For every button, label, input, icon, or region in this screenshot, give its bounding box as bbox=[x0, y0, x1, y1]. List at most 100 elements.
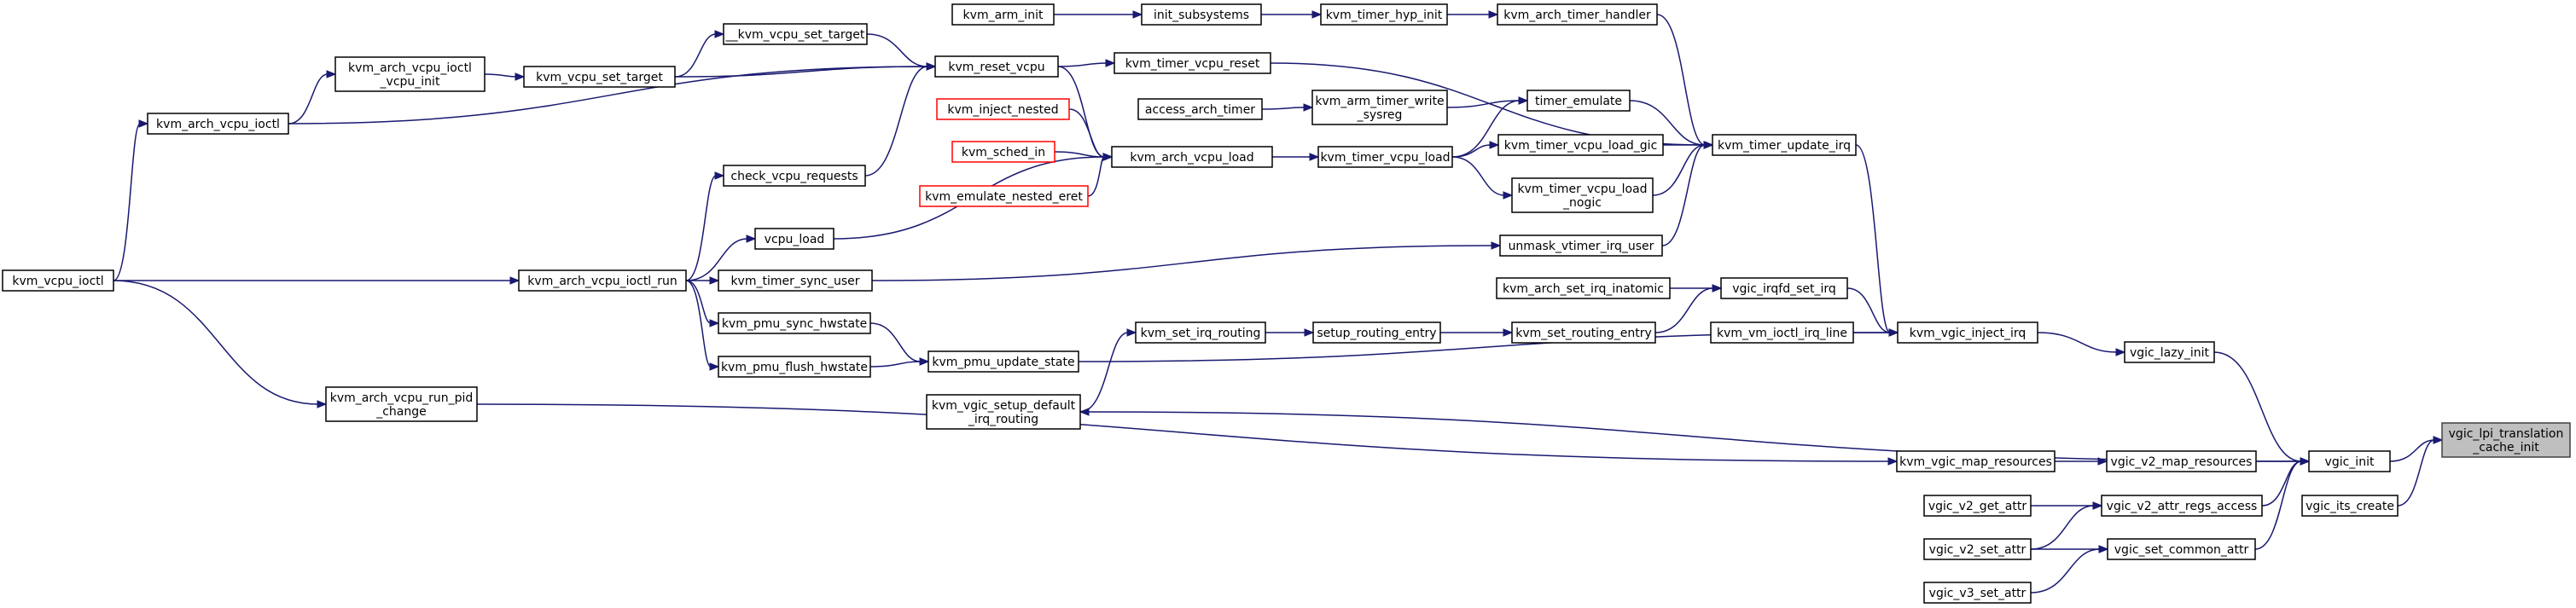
node-check-vcpu-requests[interactable]: check_vcpu_requests bbox=[723, 165, 866, 187]
node-timer-emulate[interactable]: timer_emulate bbox=[1526, 90, 1631, 112]
edge-kvm-timer-hyp-init-to-kvm-arch-timer-handler bbox=[1447, 10, 1499, 19]
node-box bbox=[1896, 450, 2056, 472]
node-kvm-arch-vcpu-run-pid-change[interactable]: kvm_arch_vcpu_run_pid_change bbox=[325, 386, 478, 422]
node-kvm-vcpu-ioctl[interactable]: kvm_vcpu_ioctl bbox=[2, 269, 114, 292]
edge-kvm-arch-vcpu-ioctl-run-to-kvm-pmu-flush-hwstate bbox=[685, 280, 720, 371]
node-kvm-timer-vcpu-reset[interactable]: kvm_timer_vcpu_reset bbox=[1114, 52, 1271, 74]
node-box bbox=[1317, 146, 1453, 168]
node-label: vgic_irqfd_set_irq bbox=[1732, 282, 1836, 296]
node-vgic-its-create[interactable]: vgic_its_create bbox=[2301, 495, 2399, 517]
node-setup-routing-entry[interactable]: setup_routing_entry bbox=[1312, 321, 1441, 344]
edge-kvm-vcpu-ioctl-to-kvm-arch-vcpu-ioctl-run bbox=[113, 276, 520, 285]
node-kvm-timer-vcpu-load-nogic[interactable]: kvm_timer_vcpu_load_nogic bbox=[1511, 177, 1654, 213]
node-kvm-inject-nested[interactable]: kvm_inject_nested bbox=[936, 98, 1070, 120]
node-kvm-arm-init[interactable]: kvm_arm_init bbox=[951, 3, 1055, 26]
arrowhead-icon bbox=[1887, 457, 1899, 466]
node-label: kvm_vgic_inject_irq bbox=[1910, 327, 2026, 340]
node-label: kvm_arch_vcpu_load bbox=[1130, 151, 1253, 165]
edge-kvm-timer-update-irq-to-kvm-vgic-inject-irq bbox=[1855, 144, 1899, 337]
node-vgic-lazy-init[interactable]: vgic_lazy_init bbox=[2124, 341, 2215, 363]
node-kvm-reset-vcpu[interactable]: kvm_reset_vcpu bbox=[934, 55, 1059, 78]
edge-line bbox=[685, 280, 712, 368]
node-kvm-timer-hyp-init[interactable]: kvm_timer_hyp_init bbox=[1320, 3, 1448, 26]
node-label: vgic_lpi_translation bbox=[2449, 427, 2564, 441]
node-vgic-v2-map-resources[interactable]: vgic_v2_map_resources bbox=[2106, 450, 2257, 472]
node-kvm-arch-timer-handler[interactable]: kvm_arch_timer_handler bbox=[1497, 3, 1658, 26]
node-label: vgic_v2_get_attr bbox=[1928, 500, 2026, 513]
node-label: init_subsystems bbox=[1154, 9, 1249, 22]
node-label: kvm_vm_ioctl_irq_line bbox=[1717, 327, 1847, 340]
edge-line bbox=[2261, 460, 2302, 507]
node-kvm-vcpu-set-target[interactable]: __kvm_vcpu_set_target bbox=[723, 23, 868, 45]
node-kvm-pmu-update-state[interactable]: kvm_pmu_update_state bbox=[927, 350, 1079, 373]
node-kvm-pmu-flush-hwstate[interactable]: kvm_pmu_flush_hwstate bbox=[718, 356, 871, 378]
node-kvm-set-routing-entry[interactable]: kvm_set_routing_entry bbox=[1511, 321, 1656, 344]
node-vgic-lpi-translation-cache-init: vgic_lpi_translation_cache_init bbox=[2441, 422, 2571, 458]
node-kvm-sched-in[interactable]: kvm_sched_in bbox=[951, 141, 1055, 163]
node-label: kvm_reset_vcpu bbox=[948, 61, 1044, 74]
node-kvm-vcpu-set-target[interactable]: kvm_vcpu_set_target bbox=[523, 66, 676, 88]
edge-kvm-vcpu-ioctl-to-kvm-arch-vcpu-run-pid-change bbox=[113, 280, 328, 408]
node-kvm-arch-vcpu-ioctl[interactable]: kvm_arch_vcpu_ioctl bbox=[147, 113, 289, 135]
node-layer: vgic_lpi_translation_cache_init vgic_init… bbox=[2, 3, 2571, 604]
node-label: kvm_pmu_flush_hwstate bbox=[721, 361, 868, 374]
edge-line bbox=[2037, 332, 2118, 353]
node-vgic-set-common-attr[interactable]: vgic_set_common_attr bbox=[2107, 538, 2256, 560]
node-label: kvm_timer_vcpu_load bbox=[1517, 182, 1647, 196]
edge-kvm-arch-vcpu-ioctl-run-to-kvm-timer-sync-user bbox=[686, 276, 720, 285]
edge-line bbox=[2213, 351, 2302, 462]
node-vgic-init[interactable]: vgic_init bbox=[2308, 450, 2391, 472]
node-label: access_arch_timer bbox=[1145, 103, 1255, 117]
arrowhead-icon bbox=[1703, 141, 1714, 149]
node-kvm-timer-vcpu-load-gic[interactable]: kvm_timer_vcpu_load_gic bbox=[1497, 134, 1664, 156]
node-box bbox=[951, 141, 1055, 163]
edge-vgic-set-common-attr-to-vgic-init bbox=[2254, 457, 2311, 550]
node-kvm-emulate-nested-eret[interactable]: kvm_emulate_nested_eret bbox=[919, 185, 1089, 207]
node-label: kvm_vgic_setup_default bbox=[932, 399, 1076, 413]
edge-kvm-arch-vcpu-ioctl-run-to-check-vcpu-requests bbox=[685, 171, 725, 281]
node-access-arch-timer[interactable]: access_arch_timer bbox=[1137, 98, 1263, 120]
node-box bbox=[1312, 321, 1441, 344]
node-kvm-timer-update-irq[interactable]: kvm_timer_update_irq bbox=[1712, 134, 1857, 156]
node-kvm-arch-vcpu-ioctl-run[interactable]: kvm_arch_vcpu_ioctl_run bbox=[518, 269, 687, 292]
node-box bbox=[1712, 134, 1857, 156]
edge-vgic-v2-set-attr-to-vgic-v2-attr-regs-access bbox=[2030, 501, 2103, 550]
edge-line bbox=[866, 33, 928, 67]
node-box bbox=[2, 269, 114, 292]
node-vcpu-load[interactable]: vcpu_load bbox=[754, 228, 834, 250]
node-box bbox=[934, 55, 1059, 78]
node-kvm-vgic-setup-default-irq-routing[interactable]: kvm_vgic_setup_default_irq_routing bbox=[926, 394, 1081, 430]
node-box bbox=[718, 356, 871, 378]
node-vgic-v3-set-attr[interactable]: vgic_v3_set_attr bbox=[1923, 582, 2032, 604]
node-box bbox=[936, 98, 1070, 120]
node-vgic-v2-set-attr[interactable]: vgic_v2_set_attr bbox=[1923, 538, 2032, 560]
arrowhead-icon bbox=[138, 119, 149, 128]
node-unmask-vtimer-irq-user[interactable]: unmask_vtimer_irq_user bbox=[1499, 235, 1663, 257]
node-vgic-v2-attr-regs-access[interactable]: vgic_v2_attr_regs_access bbox=[2101, 495, 2263, 517]
node-kvm-vgic-map-resources[interactable]: kvm_vgic_map_resources bbox=[1896, 450, 2056, 472]
arrowhead-icon bbox=[1888, 328, 1899, 337]
arrowhead-icon bbox=[1309, 153, 1320, 161]
node-label: kvm_timer_vcpu_reset bbox=[1125, 57, 1260, 71]
node-kvm-arm-timer-write-sysreg[interactable]: kvm_arm_timer_write_sysreg bbox=[1311, 90, 1448, 125]
node-kvm-arch-vcpu-load[interactable]: kvm_arch_vcpu_load bbox=[1111, 146, 1273, 168]
node-kvm-pmu-sync-hwstate[interactable]: kvm_pmu_sync_hwstate bbox=[718, 312, 871, 334]
node-kvm-arch-set-irq-inatomic[interactable]: kvm_arch_set_irq_inatomic bbox=[1496, 277, 1671, 299]
node-label: vgic_init bbox=[2325, 455, 2375, 469]
node-kvm-arch-vcpu-ioctl-vcpu-init[interactable]: kvm_arch_vcpu_ioctl_vcpu_init bbox=[334, 56, 486, 92]
node-vgic-irqfd-set-irq[interactable]: vgic_irqfd_set_irq bbox=[1720, 277, 1848, 299]
node-label: kvm_inject_nested bbox=[947, 103, 1058, 117]
node-kvm-vgic-inject-irq[interactable]: kvm_vgic_inject_irq bbox=[1897, 321, 2038, 344]
arrowhead-icon bbox=[2115, 348, 2126, 356]
node-init-subsystems[interactable]: init_subsystems bbox=[1141, 3, 1262, 26]
edge-line bbox=[476, 403, 1890, 462]
arrowhead-icon bbox=[1303, 103, 1314, 112]
node-kvm-set-irq-routing[interactable]: kvm_set_irq_routing bbox=[1135, 321, 1266, 344]
node-label: kvm_sched_in bbox=[962, 146, 1045, 159]
node-vgic-v2-get-attr[interactable]: vgic_v2_get_attr bbox=[1923, 495, 2032, 517]
node-kvm-timer-sync-user[interactable]: kvm_timer_sync_user bbox=[718, 269, 873, 292]
node-kvm-vm-ioctl-irq-line[interactable]: kvm_vm_ioctl_irq_line bbox=[1710, 321, 1854, 344]
node-box bbox=[718, 269, 873, 292]
node-kvm-timer-vcpu-load[interactable]: kvm_timer_vcpu_load bbox=[1317, 146, 1453, 168]
node-box bbox=[1141, 3, 1262, 26]
